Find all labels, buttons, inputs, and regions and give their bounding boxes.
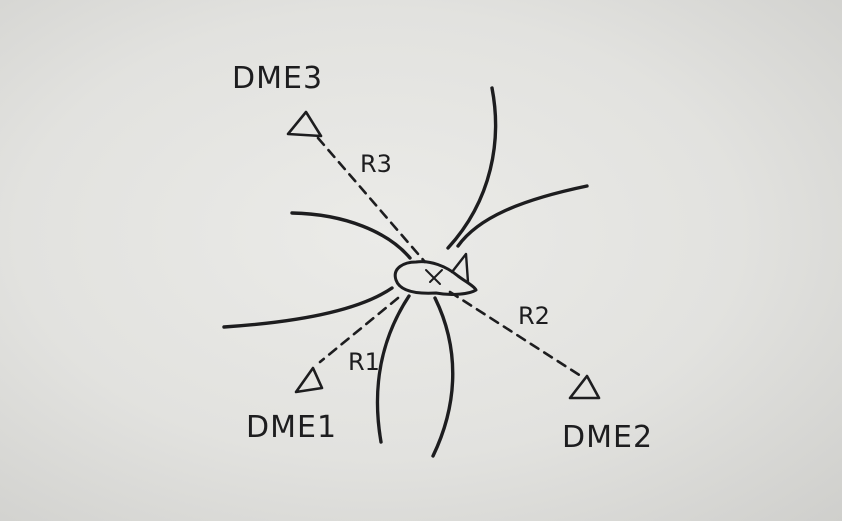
arc-upper-left bbox=[290, 211, 412, 260]
arc-bottom-left bbox=[375, 294, 411, 444]
aircraft-wing bbox=[425, 269, 443, 285]
range-lines bbox=[316, 136, 586, 380]
aircraft-icon bbox=[393, 252, 478, 296]
label-r1: R1 bbox=[348, 348, 380, 376]
arc-bottom-right bbox=[431, 296, 455, 458]
dme1-triangle-icon bbox=[294, 366, 324, 394]
aircraft-tail bbox=[450, 252, 470, 284]
range-line-r2 bbox=[448, 290, 586, 380]
dme3-triangle-icon bbox=[286, 110, 323, 138]
arc-top-right bbox=[456, 184, 589, 248]
position-arcs bbox=[222, 86, 589, 458]
label-dme2: DME2 bbox=[562, 420, 653, 455]
label-dme1: DME1 bbox=[246, 410, 337, 445]
range-line-r1 bbox=[318, 296, 400, 364]
arc-top bbox=[446, 86, 498, 250]
arc-left bbox=[222, 286, 394, 329]
label-r3: R3 bbox=[360, 150, 392, 178]
dme2-triangle-icon bbox=[568, 374, 601, 400]
label-r2: R2 bbox=[518, 302, 550, 330]
range-line-r3 bbox=[316, 136, 427, 264]
aircraft-body bbox=[393, 260, 478, 296]
label-dme3: DME3 bbox=[232, 61, 323, 96]
